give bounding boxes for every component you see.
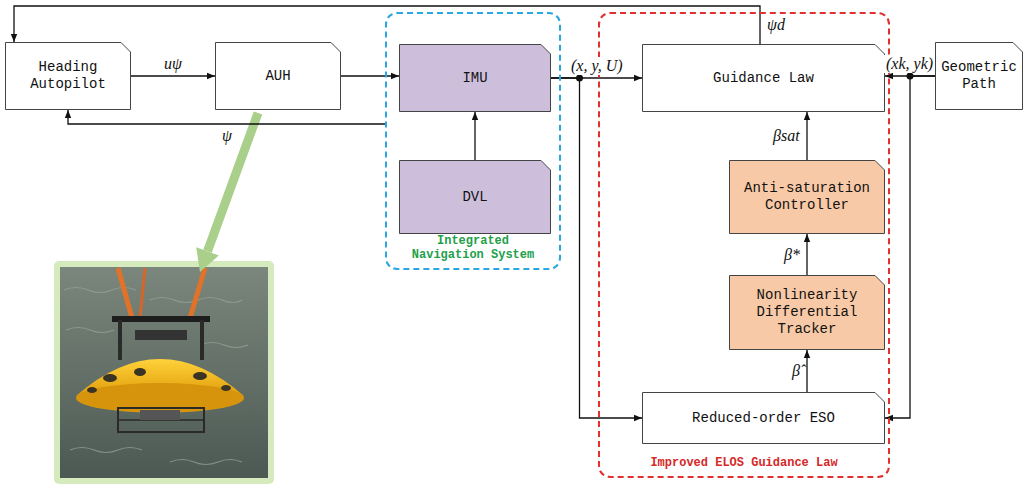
box-shape	[400, 45, 551, 112]
signal-label: (x, y, U)	[569, 57, 625, 75]
signal-arrow	[806, 112, 807, 160]
vehicle-box: AUH	[215, 42, 341, 110]
box-label: Nonlinearity Differential Tracker	[734, 287, 880, 338]
controller-box: Anti-saturation Controller	[729, 160, 885, 234]
signal-arrow	[68, 110, 385, 124]
signal-label: β*	[782, 246, 802, 264]
box-shape	[400, 161, 551, 234]
path-box: Geometric Path	[935, 42, 1023, 110]
signal-arrow	[474, 112, 475, 160]
box-label: Reduced-order ESO	[692, 410, 835, 427]
box-label: Guidance Law	[713, 70, 814, 87]
region-caption: Improved ELOS Guidance Law	[600, 456, 888, 470]
box-shape	[730, 161, 885, 234]
signal-arrow	[806, 234, 807, 275]
signal-label: βsat	[771, 127, 802, 145]
box-label: DVL	[462, 189, 487, 206]
photo-frame	[54, 261, 274, 484]
box-shape	[6, 43, 131, 110]
signal-arrow	[885, 76, 935, 418]
box-shape	[643, 45, 885, 112]
sensor-box: DVL	[399, 160, 551, 234]
junction-dot	[576, 75, 583, 82]
tracker-box: Nonlinearity Differential Tracker	[729, 275, 885, 350]
signal-arrow	[131, 75, 215, 76]
region-caption: Integrated Navigation System	[387, 234, 559, 262]
signal-label: ψ	[220, 127, 234, 145]
box-label: Geometric Path	[940, 59, 1018, 93]
box-shape	[936, 43, 1023, 110]
box-label: Anti-saturation Controller	[734, 180, 880, 214]
navigation-region: Integrated Navigation System IMU DVL	[385, 12, 561, 270]
autopilot-box: Heading Autopilot	[5, 42, 131, 110]
box-shape	[643, 393, 885, 444]
box-shape	[730, 276, 885, 350]
signal-label: ψd	[765, 16, 787, 34]
junction-dot	[907, 73, 914, 80]
process-box: Guidance Law	[642, 44, 885, 112]
signal-label: β̂	[790, 362, 802, 380]
box-label: AUH	[265, 68, 290, 85]
signal-arrow	[806, 350, 807, 392]
pointer-arrow	[196, 113, 258, 272]
vehicle	[76, 268, 244, 432]
signal-label: uψ	[162, 55, 184, 73]
sensor-box: IMU	[399, 44, 551, 112]
signal-arrow	[551, 78, 642, 418]
waves	[64, 288, 248, 465]
box-label: Heading Autopilot	[10, 59, 126, 93]
signal-label: (xk, yk)	[884, 55, 935, 73]
box-shape	[216, 43, 341, 110]
guidance-region: Improved ELOS Guidance Law Guidance LawAn…	[598, 12, 890, 478]
observer-box: Reduced-order ESO	[642, 392, 885, 444]
signal-arrow	[341, 75, 399, 76]
sea	[60, 267, 268, 478]
box-label: IMU	[462, 70, 487, 87]
